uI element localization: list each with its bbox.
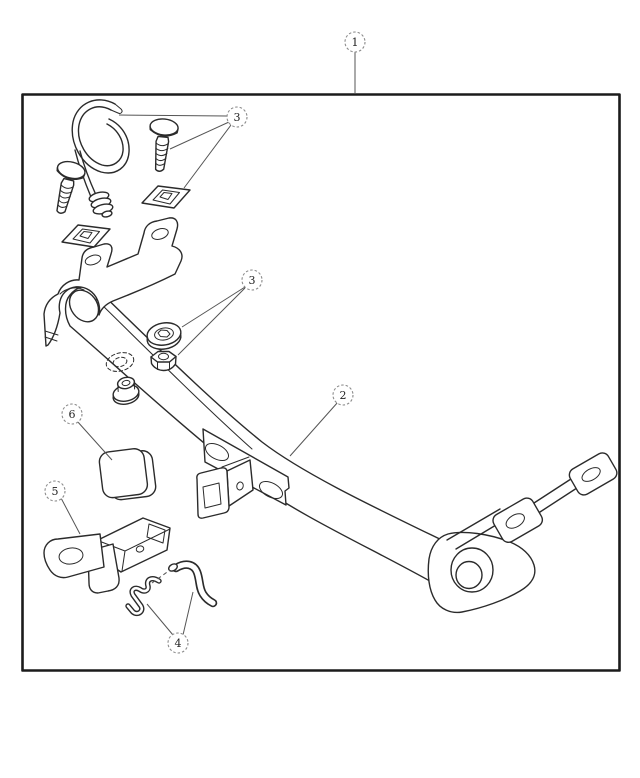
callout-3-mid-badge[interactable]: 3 — [241, 269, 263, 291]
ball-mount-tongue — [43, 533, 105, 579]
retainer-clip — [125, 576, 162, 617]
square-nut-plate-right — [141, 185, 191, 209]
callout-4-badge[interactable]: 4 — [167, 632, 189, 654]
end-bushing-hole — [455, 560, 483, 590]
crossbar-edge-line — [95, 298, 253, 450]
callout-3-top-circle — [226, 106, 248, 128]
callout-2-label: 2 — [340, 389, 347, 402]
cable-tip — [110, 103, 123, 114]
callout-3-top-leaders — [118, 114, 232, 189]
cable-coil — [88, 191, 114, 218]
callout-2-leader — [289, 401, 339, 457]
flange-nut — [112, 376, 140, 405]
callout-1-label: 1 — [352, 36, 359, 49]
receiver-slot-lower — [258, 480, 284, 500]
callout-6-leader — [76, 420, 113, 461]
hitch-pin — [168, 560, 218, 608]
hidden-flange-nut — [105, 352, 135, 372]
end-bushing-outer — [450, 547, 494, 593]
mounting-arm-upper — [533, 476, 581, 513]
callout-5-circle — [44, 480, 66, 502]
callout-4-label: 4 — [175, 637, 182, 650]
receiver-opening — [202, 482, 222, 509]
clip-pin-dashed-link — [151, 569, 171, 584]
callout-3-mid-leaders — [177, 286, 246, 356]
callout-6-label: 6 — [69, 408, 76, 421]
shank-edges — [98, 528, 171, 572]
callout-6-badge[interactable]: 6 — [61, 403, 83, 425]
receiver-cap — [98, 448, 157, 501]
callout-4-leaders — [146, 591, 194, 636]
cable-loop-outer — [71, 99, 130, 174]
lanyard-cable — [71, 99, 130, 218]
crossbar-tube-end — [68, 289, 100, 323]
mounting-bracket — [43, 217, 183, 347]
frame-border — [21, 93, 621, 672]
callout-5-label: 5 — [52, 485, 59, 498]
receiver-slot-upper — [204, 442, 230, 462]
callout-5-leader — [60, 497, 81, 535]
cable-loop-inner — [77, 106, 124, 167]
callout-2-badge[interactable]: 2 — [332, 384, 354, 406]
receiver-assembly — [196, 428, 290, 519]
callout-2-circle — [332, 384, 354, 406]
receiver-front-face — [196, 467, 230, 519]
callout-6-circle — [61, 403, 83, 425]
bracket-detail-lines — [44, 287, 85, 342]
callout-3-top-label: 3 — [234, 111, 241, 124]
carriage-bolt-left — [46, 158, 88, 218]
receiver-cap-face — [98, 448, 149, 499]
ball-mount — [43, 517, 171, 594]
receiver-tube-top-edge — [221, 456, 250, 468]
shank-open-end — [146, 523, 166, 544]
bracket-hole-left — [84, 254, 102, 266]
callout-5-badge[interactable]: 5 — [44, 480, 66, 502]
mounting-tab-mid — [492, 497, 544, 543]
callout-3-mid-circle — [241, 269, 263, 291]
flange-washer — [146, 322, 182, 350]
ball-mount-hole — [58, 547, 84, 565]
shank-pin-hole — [135, 545, 145, 553]
callout-1-badge[interactable]: 1 — [344, 31, 366, 53]
callout-3-top-badge[interactable]: 3 — [226, 106, 248, 128]
callout-4-circle — [167, 632, 189, 654]
crossbar-end-assembly — [427, 452, 618, 614]
receiver-pin-hole — [236, 481, 244, 491]
carriage-bolt-right — [144, 116, 180, 174]
hex-nut — [150, 350, 177, 372]
callout-3-mid-label: 3 — [249, 274, 256, 287]
mounting-tab-top — [568, 452, 618, 496]
bracket-hole-right — [151, 228, 169, 240]
callout-1-circle — [344, 31, 366, 53]
hitch-pin-head — [168, 563, 178, 572]
